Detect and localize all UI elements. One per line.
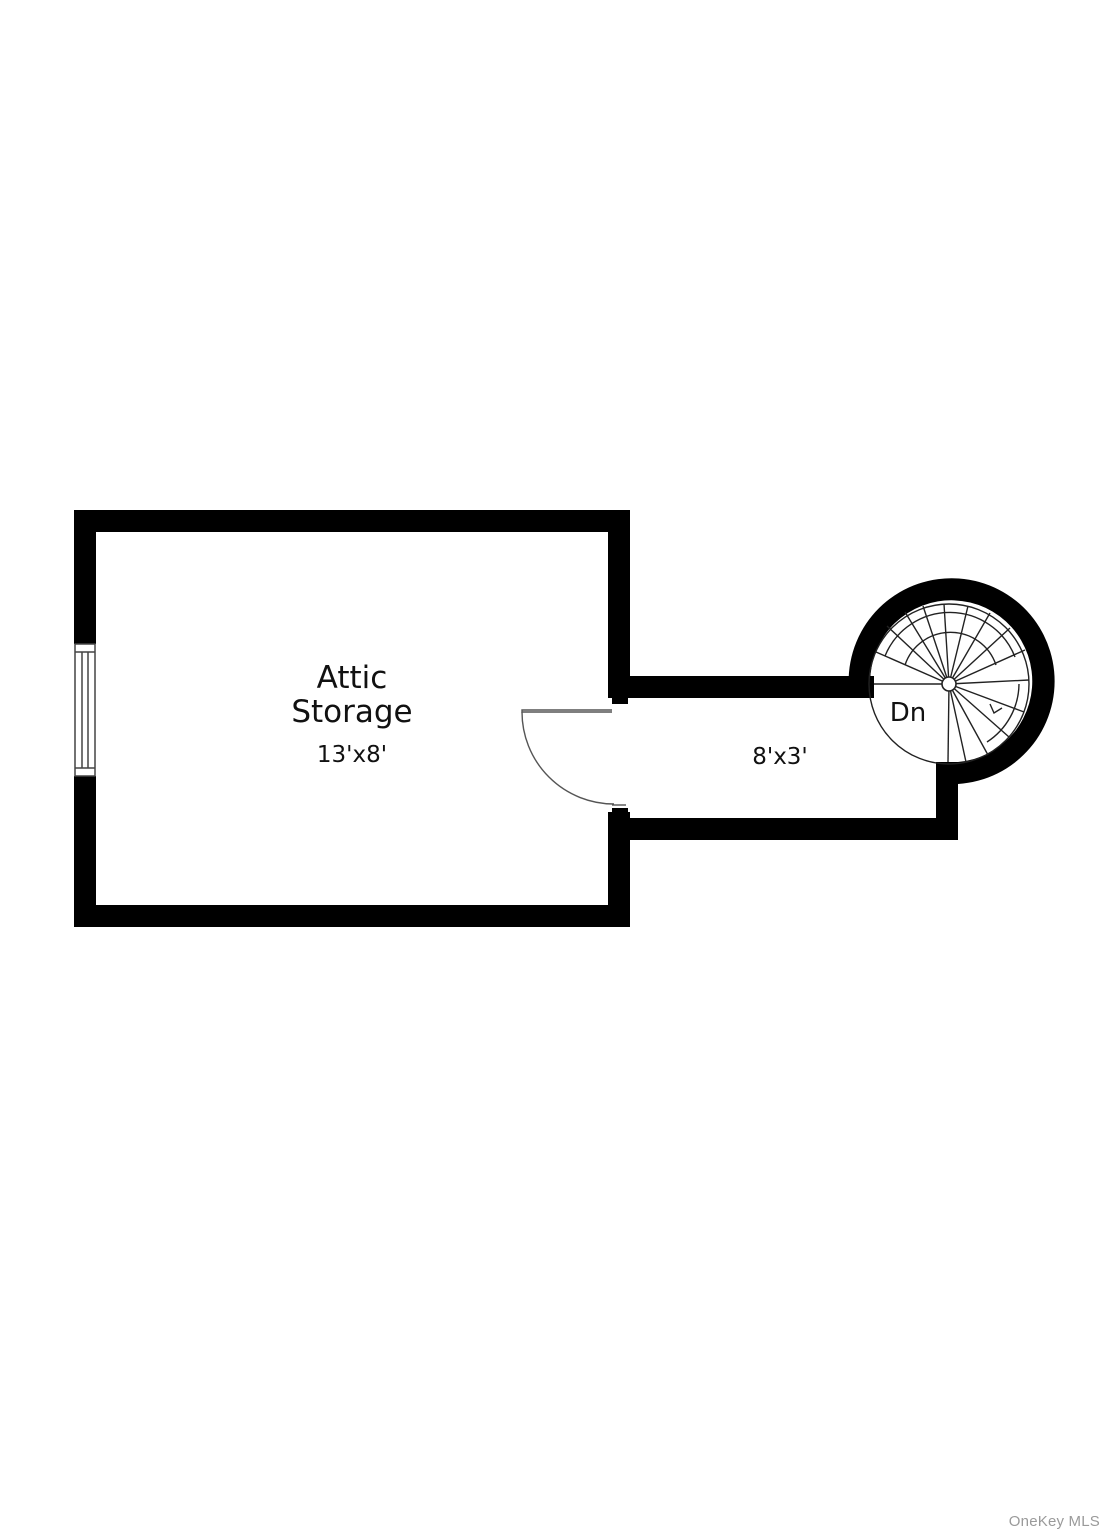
attic-wall-bottom — [74, 905, 630, 927]
spiral-stair — [868, 603, 1030, 765]
attic-walls — [74, 510, 630, 927]
watermark: OneKey MLS — [1008, 1513, 1100, 1530]
window — [74, 643, 96, 777]
hall-wall-notch — [936, 762, 958, 840]
hall-wall-bottom — [608, 818, 958, 840]
door — [521, 709, 626, 806]
hall-wall-top — [608, 676, 868, 698]
attic-wall-left-upper — [74, 510, 96, 644]
stair-newel — [941, 676, 957, 692]
attic-wall-right-lower — [608, 812, 630, 927]
attic-room-dimensions: 13'x8' — [317, 742, 387, 768]
hall-walls — [608, 676, 958, 840]
attic-room-name-line1: Attic — [317, 660, 388, 696]
attic-wall-right-upper — [608, 510, 630, 698]
stair-direction-arrow — [989, 703, 1003, 715]
stair-wall-joint — [848, 676, 874, 698]
stair-down-label: Dn — [890, 698, 927, 728]
hall-dimensions: 8'x3' — [752, 744, 808, 770]
attic-wall-top — [74, 510, 630, 532]
attic-wall-left-lower — [74, 776, 96, 927]
attic-room-name-line2: Storage — [291, 694, 412, 730]
